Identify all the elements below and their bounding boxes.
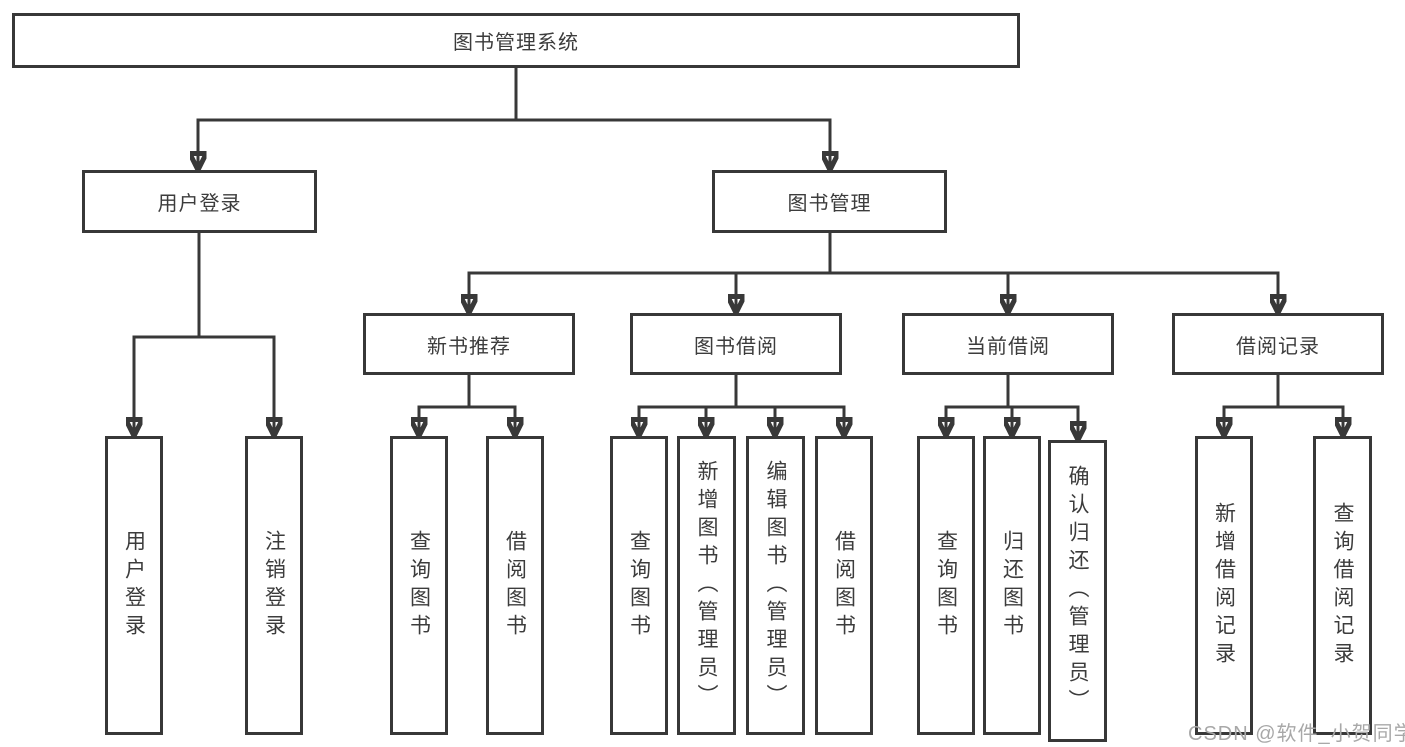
node-new-book-recommend: 新书推荐 (363, 313, 575, 375)
connector-root-to-level2 (197, 68, 832, 170)
node-leaf-confirm-return-admin: 确认归还（管理员） (1048, 440, 1107, 742)
node-leaf-query-borrow-record: 查询借阅记录 (1313, 436, 1372, 735)
connector-new-book-recommend-branch (418, 375, 517, 436)
node-leaf-logout: 注销登录 (245, 436, 303, 735)
node-label: 编辑图书（管理员） (764, 459, 787, 712)
node-leaf-query-books-current: 查询图书 (917, 436, 975, 735)
node-label: 查询图书 (627, 529, 651, 642)
connector-borrow-records-branch (1223, 375, 1345, 436)
node-label: 新书推荐 (427, 335, 511, 358)
connector-book-management-branch (468, 233, 1280, 313)
csdn-watermark: CSDN @软件_小贺同学 (1188, 723, 1405, 745)
node-label: 查询图书 (407, 529, 431, 642)
node-label: 借阅记录 (1236, 335, 1320, 358)
node-leaf-borrow-books: 借阅图书 (815, 436, 873, 735)
node-label: 用户登录 (122, 529, 146, 642)
node-label: 查询借阅记录 (1331, 501, 1354, 670)
node-leaf-return-book: 归还图书 (983, 436, 1041, 735)
node-label: 图书管理 (787, 193, 872, 215)
node-label: 当前借阅 (966, 335, 1050, 358)
node-leaf-query-books-recommend: 查询图书 (390, 436, 448, 735)
node-label: 图书管理系统 (453, 32, 579, 54)
node-root-system: 图书管理系统 (12, 13, 1020, 68)
connector-user-login-branch (133, 233, 276, 436)
node-label: 注销登录 (262, 529, 286, 642)
node-label: 借阅图书 (832, 529, 856, 642)
node-leaf-add-borrow-record: 新增借阅记录 (1195, 436, 1253, 735)
node-leaf-edit-book-admin: 编辑图书（管理员） (746, 436, 805, 735)
node-leaf-borrow-books-recommend: 借阅图书 (486, 436, 544, 735)
node-label: 图书借阅 (694, 335, 778, 358)
node-leaf-add-book-admin: 新增图书（管理员） (677, 436, 736, 735)
node-leaf-query-books-borrow: 查询图书 (610, 436, 668, 735)
node-current-borrow: 当前借阅 (902, 313, 1114, 375)
connector-current-borrow-branch (945, 375, 1080, 440)
node-user-login: 用户登录 (82, 170, 317, 233)
node-leaf-user-login: 用户登录 (105, 436, 163, 735)
node-label: 新增图书（管理员） (695, 459, 718, 712)
node-book-management: 图书管理 (712, 170, 947, 233)
node-label: 归还图书 (1000, 529, 1024, 642)
node-label: 借阅图书 (503, 529, 527, 642)
node-label: 确认归还（管理员） (1066, 465, 1089, 717)
node-book-borrow: 图书借阅 (630, 313, 842, 375)
node-label: 新增借阅记录 (1212, 501, 1236, 670)
connector-book-borrow-branch (638, 375, 846, 436)
node-borrow-records: 借阅记录 (1172, 313, 1384, 375)
node-label: 用户登录 (157, 193, 242, 215)
node-label: 查询图书 (934, 529, 958, 642)
